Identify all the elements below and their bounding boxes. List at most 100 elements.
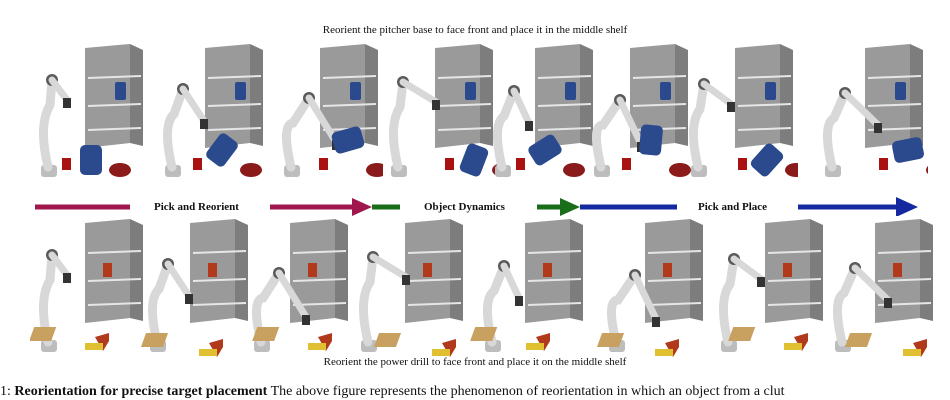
drill-object — [665, 339, 679, 357]
drill-frame-5 — [470, 215, 588, 365]
can-object — [879, 158, 888, 170]
shelf-board — [767, 250, 822, 254]
shelf-board — [407, 302, 462, 306]
robot-gripper — [515, 296, 523, 306]
robot-gripper — [200, 119, 208, 129]
tool-object — [308, 343, 326, 350]
stage-3-arrowhead — [896, 197, 918, 216]
drill-frame-4-scene — [359, 219, 463, 357]
shelf-board — [192, 302, 247, 306]
drill-frame-8 — [820, 215, 938, 365]
shelf-board — [867, 103, 922, 107]
pitcher-frame-8-scene — [823, 44, 928, 177]
shelf-board — [322, 75, 377, 79]
figure-caption: 1: Reorientation for precise target plac… — [0, 384, 950, 400]
drill-frame-6-scene — [596, 219, 703, 357]
robot-gripper — [525, 121, 533, 131]
shelf-side — [335, 219, 348, 321]
drill-frames-row — [0, 215, 950, 365]
shelf-side — [235, 219, 248, 321]
drill-object — [442, 339, 456, 357]
box-object — [140, 333, 169, 347]
robot-gripper — [432, 100, 440, 110]
box-object — [373, 333, 402, 347]
tool-object — [199, 349, 217, 356]
pitcher-frame-3 — [265, 40, 383, 190]
drill-frame-1 — [30, 215, 148, 365]
shelf-board — [647, 302, 702, 306]
box-object — [844, 333, 873, 347]
shelf-side — [690, 219, 703, 321]
shelf-board — [537, 103, 592, 107]
shelf — [735, 44, 780, 148]
shelf-side — [250, 44, 263, 146]
pitcher-frame-5 — [480, 40, 598, 190]
shelf-board — [407, 250, 462, 254]
shelf-board — [192, 278, 247, 282]
shelf-board — [87, 278, 142, 282]
robot-link — [359, 252, 378, 347]
shelf-side — [480, 44, 493, 146]
bowl-object — [563, 163, 585, 177]
robot-link — [719, 254, 739, 347]
shelf-board — [87, 302, 142, 306]
can-object — [738, 158, 747, 170]
shelf-board — [437, 75, 492, 79]
robot-link — [282, 93, 314, 172]
robot-link — [607, 270, 640, 347]
robot-forearm — [275, 269, 310, 321]
shelf-side — [810, 219, 823, 321]
pitcher-frame-6 — [575, 40, 693, 190]
shelf-side — [910, 44, 923, 146]
drill-frame-7-scene — [719, 219, 823, 352]
can-object — [193, 158, 202, 170]
drill-on-shelf — [423, 263, 432, 277]
drill-frame-1-scene — [30, 219, 143, 352]
shelf-side — [920, 219, 933, 321]
pitcher-on-shelf — [565, 82, 576, 100]
pitcher-object — [639, 124, 663, 156]
robot-forearm — [500, 262, 523, 302]
shelf-board — [87, 250, 142, 254]
shelf-side — [580, 44, 593, 146]
tool-object — [784, 343, 802, 350]
pitcher-object — [750, 143, 784, 177]
drill-frame-4 — [350, 215, 468, 365]
shelf-side — [570, 219, 583, 321]
shelf-board — [192, 250, 247, 254]
drill-object — [536, 333, 550, 351]
pitcher-on-shelf — [115, 82, 126, 100]
drill-object — [794, 333, 808, 351]
stage-label-pick-place: Pick and Place — [698, 201, 768, 213]
robot-forearm — [399, 78, 440, 106]
shelf-board — [632, 75, 687, 79]
drill-object — [318, 333, 332, 351]
pitcher-object — [892, 137, 924, 163]
shelf-board — [527, 250, 582, 254]
robot-forearm — [510, 87, 533, 127]
shelf-board — [877, 278, 932, 282]
robot-forearm — [841, 89, 882, 129]
drill-frame-5-scene — [470, 219, 583, 352]
robot-forearm — [305, 94, 340, 146]
pitcher-frame-1 — [30, 40, 148, 190]
box-object — [596, 333, 625, 347]
shelf-board — [737, 103, 792, 107]
tool-object — [432, 349, 450, 356]
robot-forearm — [369, 253, 410, 281]
pitcher-object — [459, 143, 489, 177]
drill-on-shelf — [208, 263, 217, 277]
stage-arrows — [35, 197, 918, 216]
box-object — [728, 327, 756, 341]
robot-link — [689, 79, 709, 172]
shelf-board — [207, 127, 262, 131]
robot-gripper — [63, 98, 71, 108]
pitcher-object — [206, 133, 238, 167]
pitcher-object — [80, 145, 102, 175]
drill-frame-6 — [590, 215, 708, 365]
robot-forearm — [851, 264, 892, 304]
drill-frame-3 — [235, 215, 353, 365]
pitcher-frame-1-scene — [38, 44, 143, 177]
drill-frame-8-scene — [833, 219, 933, 357]
pitcher-frame-7 — [680, 40, 798, 190]
